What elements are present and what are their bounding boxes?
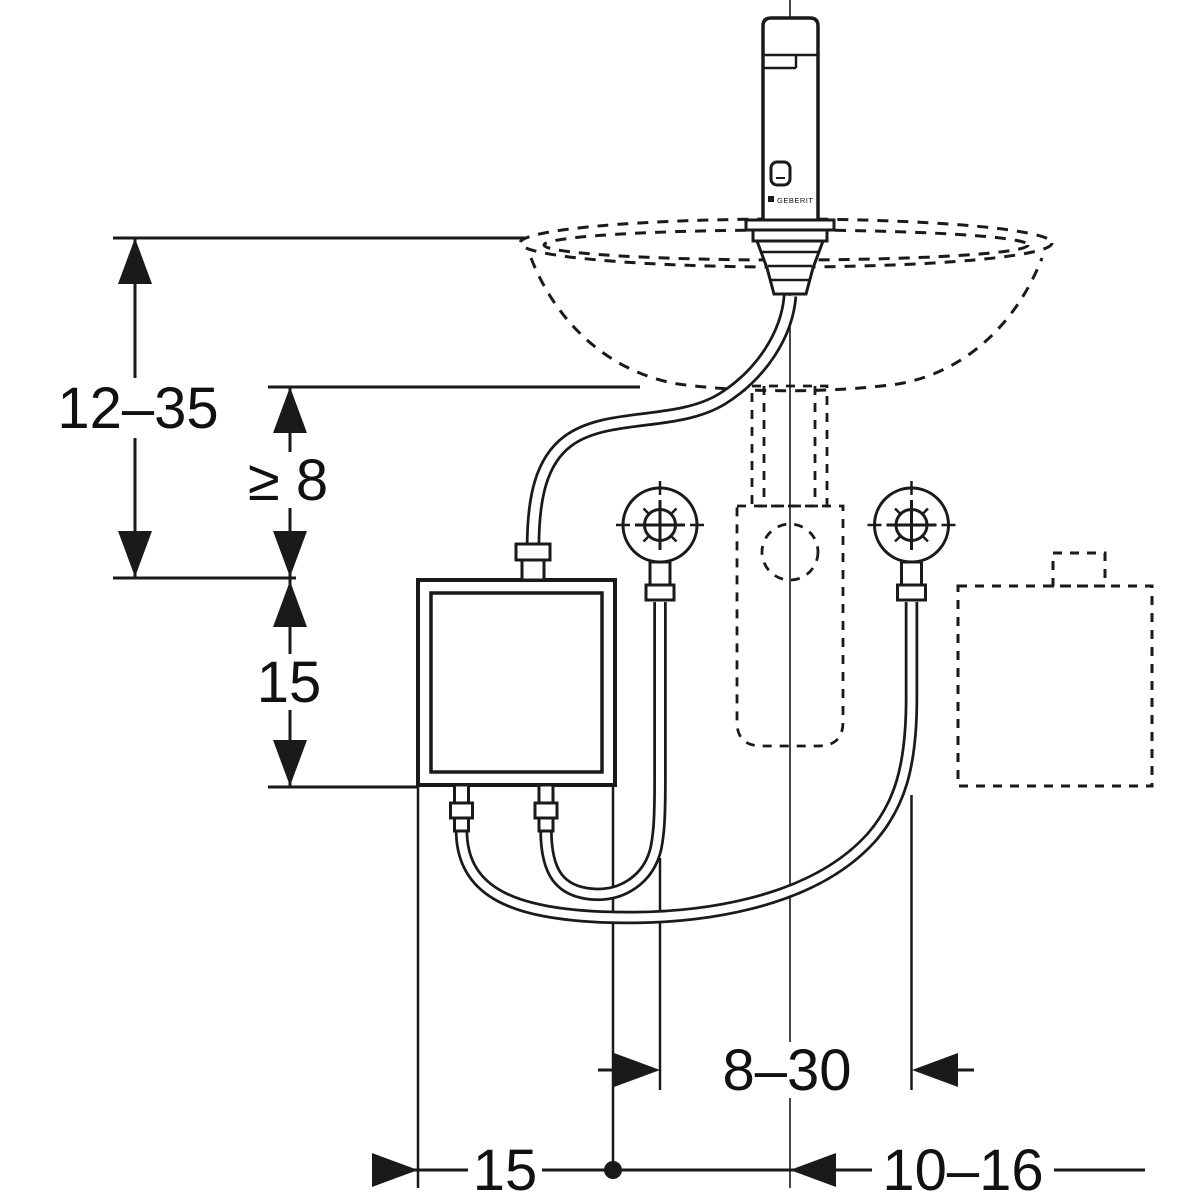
drain-trap-outline bbox=[735, 384, 845, 748]
reference-dot bbox=[604, 1161, 622, 1179]
dim-label-box-width: 15 bbox=[473, 1138, 538, 1200]
dim-label-supply-offset: 8–30 bbox=[722, 1038, 851, 1103]
power-supply-box bbox=[956, 551, 1154, 788]
dim-label-box-height: 15 bbox=[257, 650, 322, 715]
sensor-window-icon bbox=[769, 160, 792, 187]
water-supply-left bbox=[614, 479, 706, 602]
dim-label-right-offset: 10–16 bbox=[882, 1138, 1043, 1200]
hose-box-to-left-supply bbox=[539, 602, 667, 902]
hose-faucet-to-box bbox=[525, 295, 798, 549]
box-bottom-fitting-left bbox=[449, 783, 474, 833]
brand-logo-icon bbox=[768, 196, 774, 202]
dim-label-min-distance: ≥ 8 bbox=[248, 448, 328, 513]
faucet: GEBERIT bbox=[744, 16, 836, 296]
box-top-connector bbox=[514, 542, 552, 582]
box-bottom-fitting-right bbox=[533, 783, 559, 833]
hose-box-to-right-supply bbox=[454, 602, 919, 925]
faucet-mounting-cone bbox=[754, 239, 826, 296]
water-supply-right bbox=[866, 479, 957, 602]
dimension-arrows bbox=[118, 238, 958, 1187]
projection-lines bbox=[416, 785, 913, 1188]
function-box bbox=[416, 578, 617, 787]
brand-label: GEBERIT bbox=[777, 196, 813, 205]
dim-label-height-range: 12–35 bbox=[57, 376, 218, 441]
dimension-labels: 12–35 ≥ 8 15 8–30 15 10–16 bbox=[50, 376, 1054, 1200]
faucet-body bbox=[761, 16, 820, 224]
